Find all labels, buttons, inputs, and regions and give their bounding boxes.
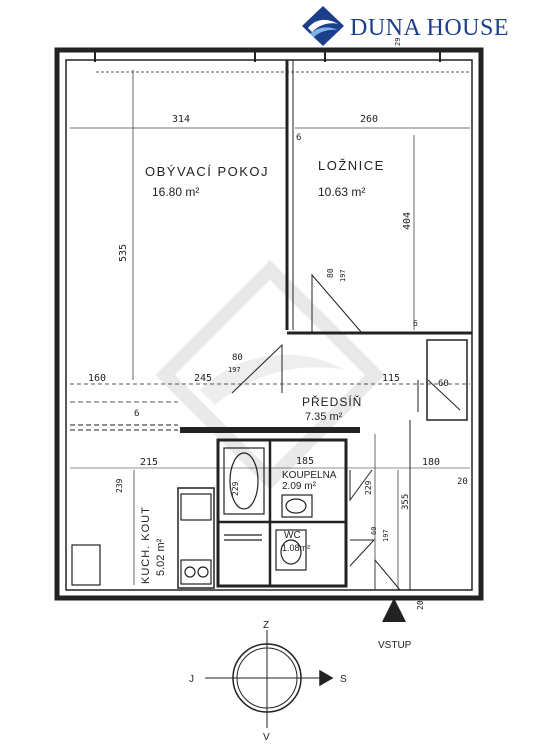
- room-name-predsin: PŘEDSÍŇ: [302, 394, 362, 409]
- dim-197c: 197: [382, 529, 390, 542]
- room-name-obyvaci: OBÝVACÍ POKOJ: [145, 164, 269, 179]
- compass-east: S: [340, 674, 347, 685]
- compass-arrow-icon: [319, 669, 334, 687]
- room-area-loznice: 10.63 m²: [318, 185, 365, 199]
- room-name-kuch: KUCH. KOUT: [140, 506, 152, 584]
- room-name-wc: WC: [284, 530, 301, 541]
- room-area-obyvaci: 16.80 m²: [152, 185, 199, 199]
- dim-60b: 60: [370, 527, 378, 535]
- dim-229b: 229: [364, 480, 373, 495]
- dim-185: 185: [296, 456, 314, 467]
- dim-6c: 6: [413, 319, 418, 328]
- bathtub: [223, 447, 265, 515]
- living-door: [231, 343, 283, 394]
- room-area-koupelna: 2.09 m²: [282, 481, 317, 492]
- dim-180: 180: [422, 457, 440, 468]
- compass-north: Z: [263, 620, 269, 631]
- fixtures: [180, 447, 313, 585]
- washbasin: [281, 494, 313, 518]
- room-name-koupelna: KOUPELNA: [282, 470, 337, 481]
- dimension-lines: [70, 70, 470, 590]
- dim-197b: 197: [228, 366, 241, 374]
- dim-29: 29: [394, 38, 402, 46]
- dim-60: 60: [438, 379, 449, 389]
- compass-west: J: [189, 674, 194, 685]
- room-name-loznice: LOŽNICE: [318, 158, 385, 173]
- room-labels: OBÝVACÍ POKOJ 16.80 m² LOŽNICE 10.63 m² …: [140, 158, 385, 584]
- bedroom-door: [311, 273, 363, 334]
- room-area-predsin: 7.35 m²: [305, 411, 343, 423]
- brand-name: DUNA HOUSE: [350, 15, 510, 41]
- dim-160: 160: [88, 373, 106, 384]
- entrance-marker: VSTUP: [378, 598, 412, 651]
- entrance-label: VSTUP: [378, 640, 412, 651]
- dim-20b: 20: [416, 600, 425, 610]
- dimension-labels: 314 260 6 535 404 80 197 80 197 160 245 …: [88, 38, 468, 610]
- dim-6b: 6: [134, 409, 139, 419]
- dim-20a: 20: [457, 477, 468, 487]
- entrance-arrow-icon: [382, 598, 406, 622]
- kitchen-sink: [180, 493, 212, 521]
- dim-314: 314: [172, 114, 190, 125]
- dim-404: 404: [402, 212, 413, 230]
- room-area-kuch: 5.02 m²: [155, 538, 167, 576]
- duna-house-logo: DUNA HOUSE: [300, 4, 540, 48]
- dim-239: 239: [115, 478, 124, 493]
- dim-6a: 6: [296, 133, 301, 143]
- dim-197a: 197: [339, 269, 347, 282]
- toilet: [275, 529, 307, 571]
- room-area-wc: 1.08m²: [282, 543, 310, 553]
- stove: [180, 559, 212, 585]
- dim-229a: 229: [231, 481, 240, 496]
- walls: [54, 47, 484, 601]
- dim-355: 355: [401, 494, 411, 510]
- compass: [205, 630, 334, 728]
- duna-house-logo-icon: [302, 6, 344, 46]
- compass-south: V: [263, 732, 270, 743]
- dim-245: 245: [194, 373, 212, 384]
- dim-80a: 80: [326, 268, 335, 278]
- dim-535: 535: [118, 244, 129, 262]
- dim-80b: 80: [232, 353, 243, 363]
- dim-215: 215: [140, 457, 158, 468]
- dim-115: 115: [382, 373, 400, 384]
- dim-260: 260: [360, 114, 378, 125]
